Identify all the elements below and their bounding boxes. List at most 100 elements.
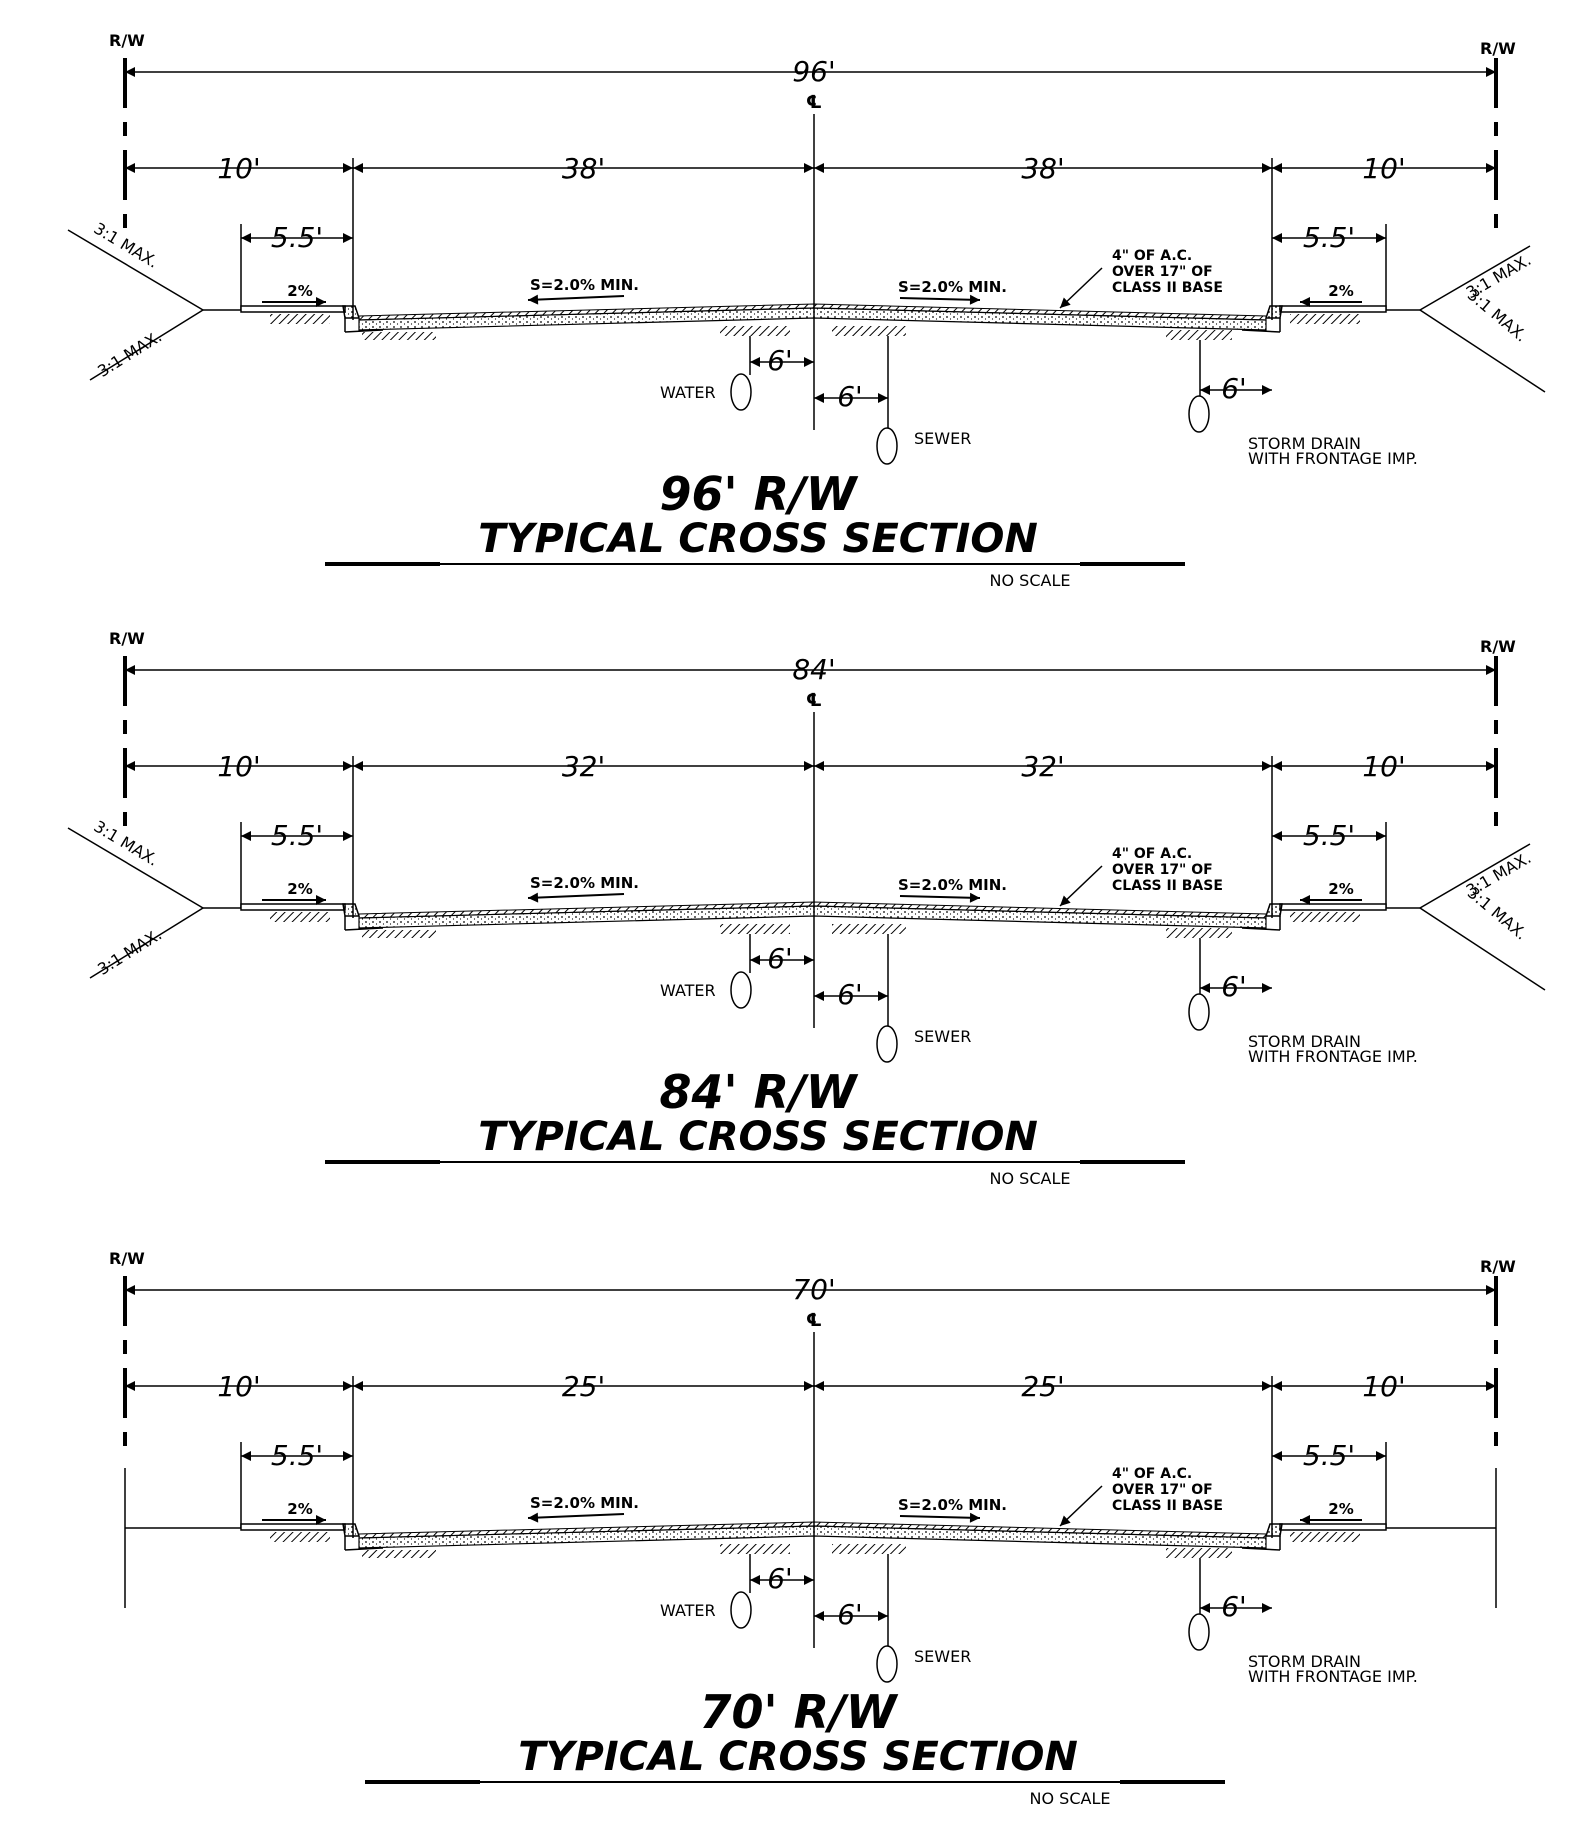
segment-dim-label: 10' — [217, 1370, 260, 1403]
sidewalk-base-left — [270, 912, 330, 922]
rw-label-right: R/W — [1480, 1257, 1516, 1276]
gutter-left-bottom — [344, 927, 384, 931]
slope-left-upper — [67, 229, 204, 311]
sewer-offset-label: 6' — [837, 978, 863, 1011]
rw-label-left: R/W — [109, 1249, 145, 1268]
curb-left — [342, 903, 361, 917]
sidewalk-slope-label-left: 2% — [287, 880, 312, 898]
segment-dim-label: 32' — [562, 750, 605, 783]
subgrade-hatch-left — [362, 930, 436, 938]
trench-hatch-storm — [1166, 330, 1232, 340]
slope-left-upper — [67, 827, 204, 909]
storm-offset-label: 6' — [1221, 1590, 1247, 1623]
slope-right-upper — [1419, 245, 1531, 311]
section-title-sub: TYPICAL CROSS SECTION — [478, 1114, 1038, 1160]
pavement-base-layer — [358, 1525, 1267, 1549]
storm-label-line: WITH FRONTAGE IMP. — [1248, 449, 1418, 468]
water-label: WATER — [660, 383, 716, 402]
storm-label-line: STORM DRAIN — [1248, 434, 1361, 453]
slope-right-lower — [1419, 309, 1546, 393]
sidewalk-left — [240, 903, 346, 911]
slope-right-upper — [1419, 843, 1531, 909]
slope-label-right-lower: 3:1 MAX. — [1464, 883, 1531, 944]
slope-left-lower — [89, 309, 204, 381]
sidewalk-base-left — [270, 1532, 330, 1542]
rw-label-left: R/W — [109, 629, 145, 648]
water-offset-label: 6' — [767, 1562, 793, 1595]
sewer-pipe — [876, 1645, 898, 1683]
pavement-slope-arrow-left — [527, 1512, 625, 1523]
storm-pipe — [1188, 1613, 1210, 1651]
trench-hatch-water — [720, 924, 790, 934]
segment-dim-label: 25' — [562, 1370, 605, 1403]
subgrade-hatch-left — [362, 1550, 436, 1558]
trench-hatch-sewer — [832, 1544, 906, 1554]
trench-hatch-water — [720, 1544, 790, 1554]
storm-offset-label: 6' — [1221, 970, 1247, 1003]
sidewalk-left — [240, 305, 346, 313]
pavement-slope-label-right: S=2.0% MIN. — [898, 1496, 1007, 1514]
trench-hatch-storm — [1166, 1548, 1232, 1558]
storm-label-line: STORM DRAIN — [1248, 1032, 1361, 1051]
total-dim-label: 96' — [792, 55, 835, 88]
segment-dim-label: 10' — [217, 750, 260, 783]
segment-dim-label: 10' — [217, 152, 260, 185]
rw-label-right: R/W — [1480, 39, 1516, 58]
water-pipe — [730, 1591, 752, 1629]
sidewalk-right — [1279, 305, 1387, 313]
sidewalk-slope-label-right: 2% — [1328, 1500, 1353, 1518]
segment-dim-label: 10' — [1362, 750, 1405, 783]
segment-dim-label: 25' — [1021, 1370, 1064, 1403]
pavement-slope-arrow-left — [527, 892, 625, 903]
sidewalk-dim-label-left: 5.5' — [271, 1439, 323, 1472]
scale-note: NO SCALE — [990, 1169, 1071, 1188]
segment-dim-label: 10' — [1362, 1370, 1405, 1403]
pavement-note-line: 4" OF A.C. — [1112, 248, 1192, 264]
sidewalk-dim-label-right: 5.5' — [1303, 1439, 1355, 1472]
pavement-base-layer — [358, 905, 1267, 929]
trench-hatch-storm — [1166, 928, 1232, 938]
pavement-note-line: CLASS II BASE — [1112, 1498, 1223, 1514]
sidewalk-base-right — [1290, 1532, 1360, 1542]
segment-dim-label: 10' — [1362, 152, 1405, 185]
pavement-note-line: CLASS II BASE — [1112, 280, 1223, 296]
pavement-note-line: 4" OF A.C. — [1112, 846, 1192, 862]
sidewalk-dim-label-right: 5.5' — [1303, 221, 1355, 254]
slope-label-left-lower: 3:1 MAX. — [94, 925, 165, 979]
water-offset-label: 6' — [767, 942, 793, 975]
sewer-pipe — [876, 1025, 898, 1063]
sidewalk-slope-label-right: 2% — [1328, 282, 1353, 300]
section-title-main: 96' R/W — [659, 467, 858, 521]
sewer-offset-label: 6' — [837, 380, 863, 413]
sidewalk-slope-label-right: 2% — [1328, 880, 1353, 898]
sidewalk-base-left — [270, 314, 330, 324]
subgrade-hatch-left — [362, 332, 436, 340]
gutter-right-bottom — [1241, 1547, 1281, 1551]
sewer-pipe — [876, 427, 898, 465]
trench-hatch-sewer — [832, 924, 906, 934]
segment-dim-label: 38' — [562, 152, 605, 185]
segment-dim-label: 32' — [1021, 750, 1064, 783]
trench-hatch-water — [720, 326, 790, 336]
sidewalk-slope-label-left: 2% — [287, 1500, 312, 1518]
pavement-slope-label-left: S=2.0% MIN. — [530, 276, 639, 294]
slope-label-right-lower: 3:1 MAX. — [1464, 285, 1531, 346]
section-title-main: 84' R/W — [659, 1065, 858, 1119]
rw-label-right: R/W — [1480, 637, 1516, 656]
water-offset-label: 6' — [767, 344, 793, 377]
sidewalk-base-right — [1290, 314, 1360, 324]
water-label: WATER — [660, 1601, 716, 1620]
pavement-slope-label-left: S=2.0% MIN. — [530, 1494, 639, 1512]
pavement-slope-arrow-right — [899, 294, 981, 305]
storm-label-line: STORM DRAIN — [1248, 1652, 1361, 1671]
storm-label-line: WITH FRONTAGE IMP. — [1248, 1047, 1418, 1066]
sewer-label: SEWER — [914, 429, 971, 448]
water-label: WATER — [660, 981, 716, 1000]
total-dim-label: 84' — [792, 653, 835, 686]
curb-right — [1264, 305, 1283, 319]
storm-label-line: WITH FRONTAGE IMP. — [1248, 1667, 1418, 1686]
sidewalk-left — [240, 1523, 346, 1531]
scale-note: NO SCALE — [1030, 1789, 1111, 1808]
pavement-note-leader — [1059, 1485, 1103, 1527]
